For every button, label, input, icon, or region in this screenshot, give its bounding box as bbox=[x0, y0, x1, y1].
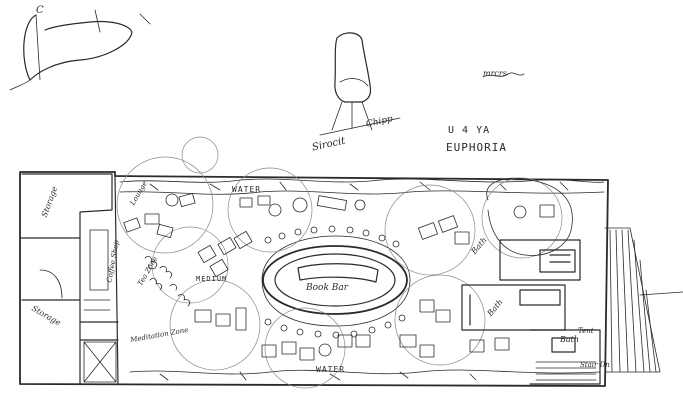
title-line-2: EUPHORIA bbox=[446, 141, 507, 154]
label-tent: Tent bbox=[578, 327, 594, 335]
title-line-1: U 4 YA bbox=[448, 125, 491, 136]
rock-band-top bbox=[119, 178, 605, 195]
label-stair: Stair Dn bbox=[580, 361, 610, 369]
right-hedge bbox=[486, 177, 573, 256]
scribble-corner-label: C bbox=[36, 5, 44, 16]
scribble-label: mrcrs bbox=[483, 69, 507, 78]
shrubs-left bbox=[144, 255, 191, 307]
label-water-top: WATER bbox=[232, 185, 262, 194]
corner-scribble bbox=[9, 9, 151, 91]
chair-sketch bbox=[319, 32, 401, 136]
bath-rooms bbox=[461, 239, 601, 385]
rock-band-bottom bbox=[129, 369, 601, 381]
label-bath-3: Bath bbox=[560, 335, 580, 344]
top-right-scribble bbox=[482, 72, 525, 78]
building-outline bbox=[19, 171, 609, 387]
label-water-bottom: WATER bbox=[316, 365, 346, 374]
exterior-ramp bbox=[604, 227, 683, 373]
central-bar bbox=[261, 235, 411, 327]
label-meditation: MEDIUM bbox=[196, 275, 228, 283]
label-bar: Book Bar bbox=[306, 283, 349, 293]
seating-clusters bbox=[123, 192, 555, 361]
